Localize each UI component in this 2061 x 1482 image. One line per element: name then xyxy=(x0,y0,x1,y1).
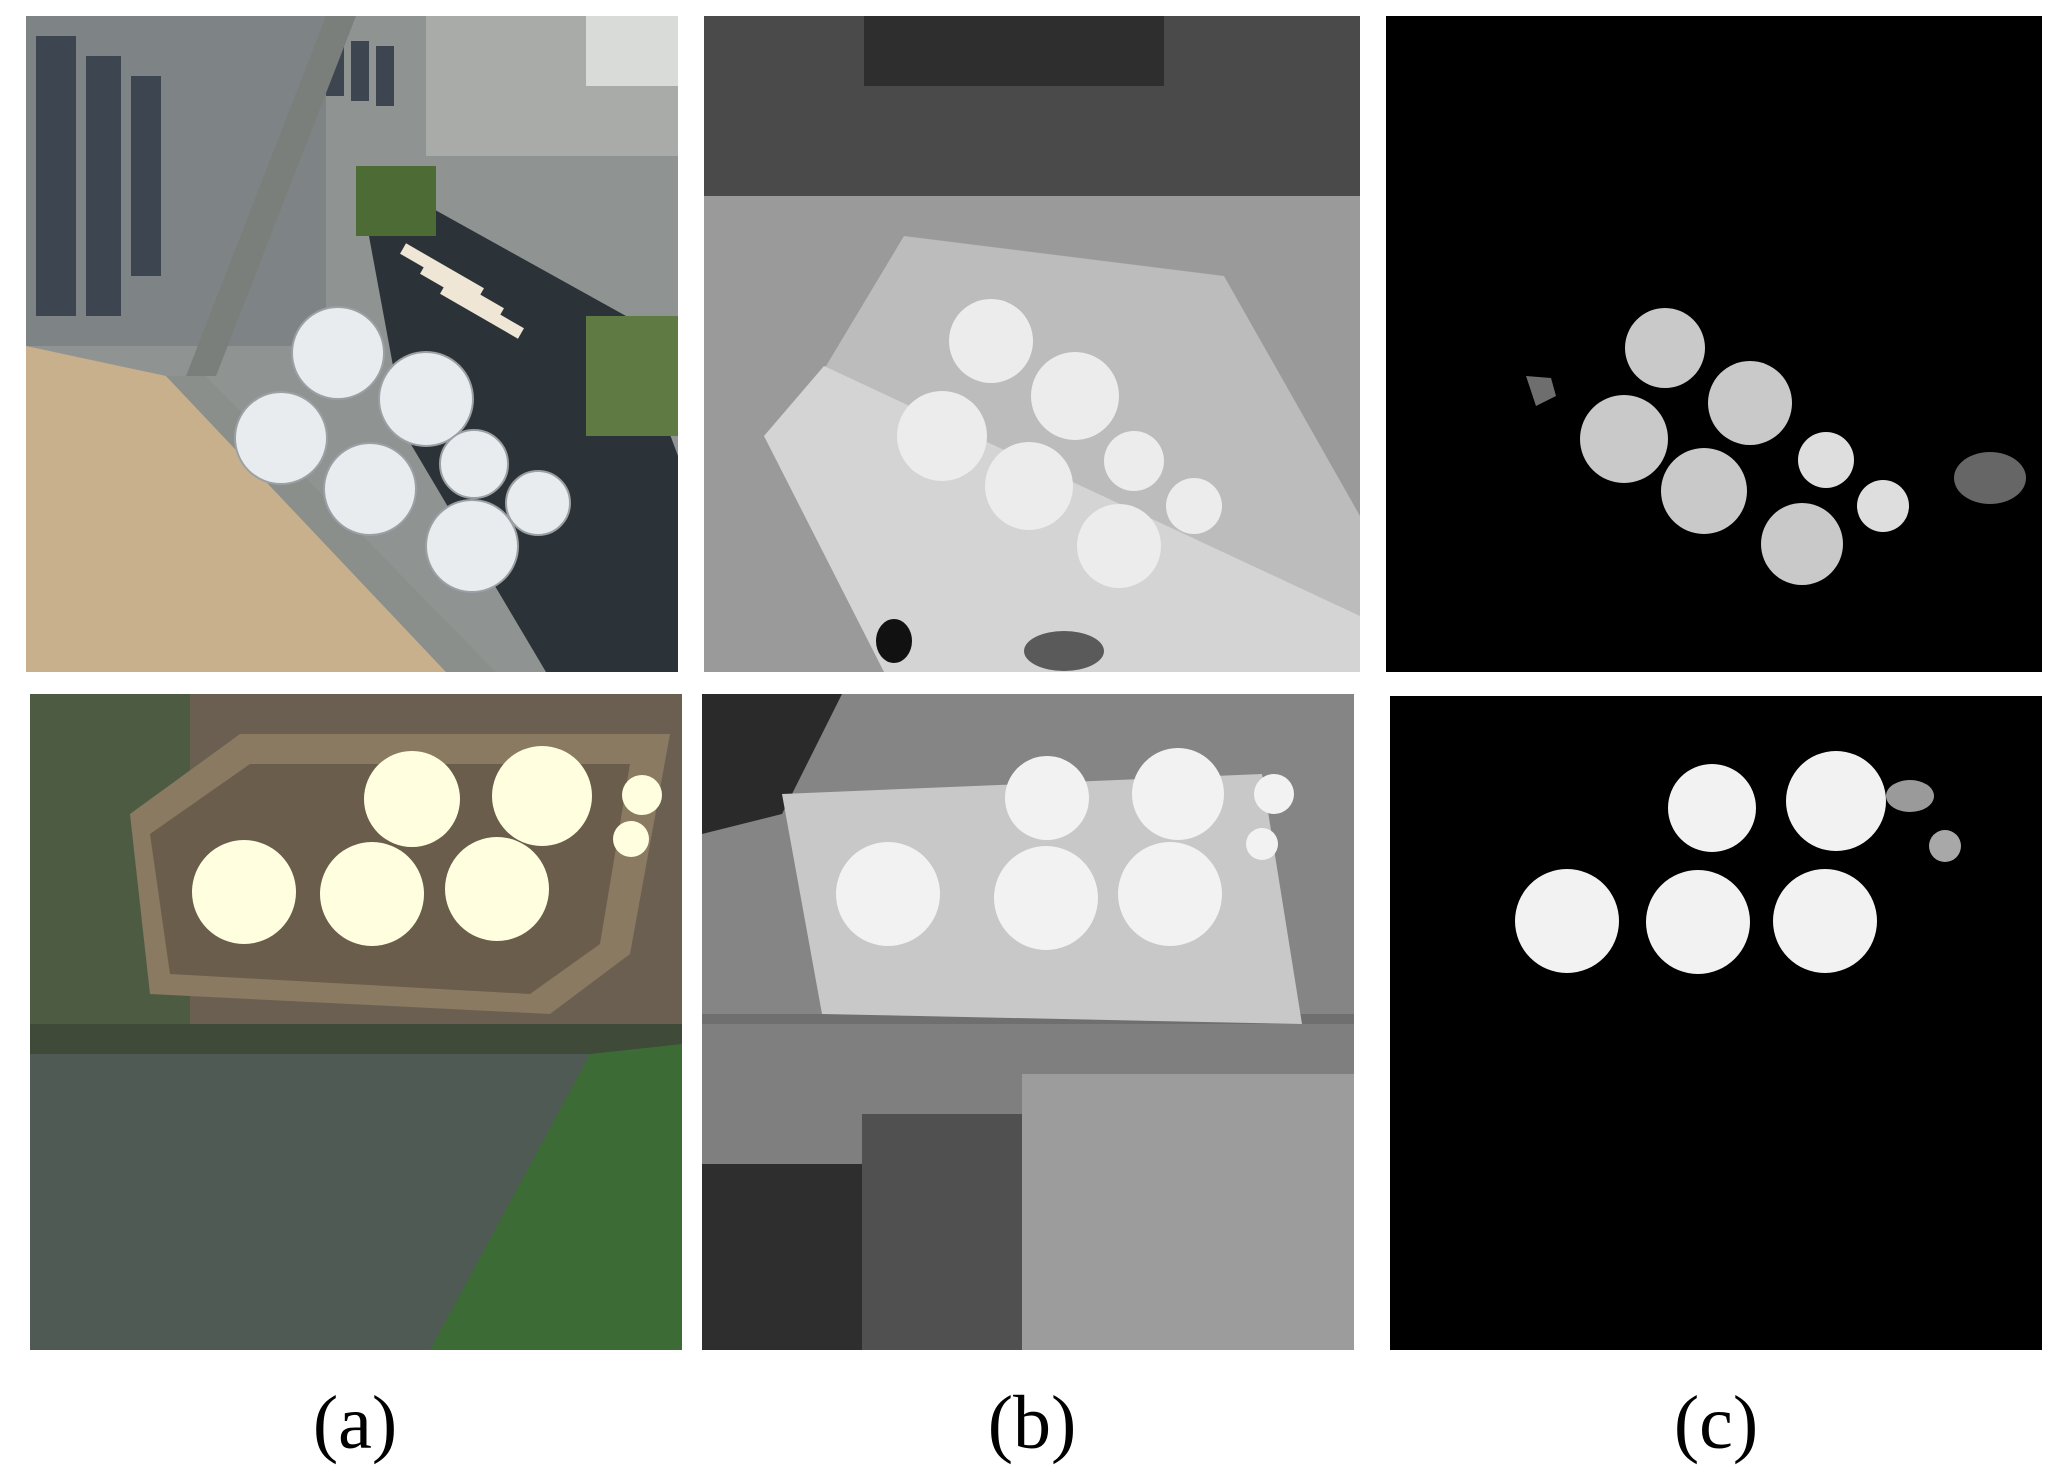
caption-b: (b) xyxy=(987,1381,1077,1465)
panel-bottom-b-depth-map xyxy=(702,694,1354,1350)
panel-top-a-aerial-photo xyxy=(26,16,678,672)
panel-top-c-tank-mask xyxy=(1386,16,2042,672)
panel-bottom-a-aerial-photo xyxy=(30,694,682,1350)
caption-a: (a) xyxy=(312,1381,398,1465)
panel-bottom-c-tank-mask xyxy=(1390,696,2042,1350)
panel-top-b-depth-map xyxy=(704,16,1360,672)
caption-c: (c) xyxy=(1673,1381,1759,1465)
